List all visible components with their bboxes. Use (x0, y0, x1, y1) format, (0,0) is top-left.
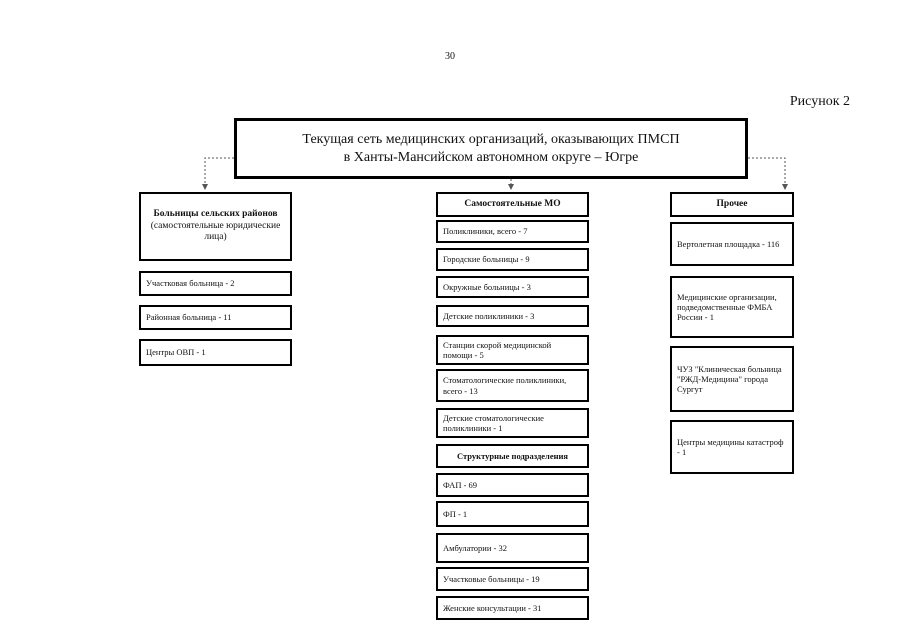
page-number: 30 (445, 51, 455, 62)
right-item: ЧУЗ "Клиническая больница "РЖД-Медицина"… (670, 346, 794, 412)
left-header-box: Больницы сельских районов (самостоятельн… (139, 192, 292, 261)
main-title-box: Текущая сеть медицинских организаций, ок… (234, 118, 748, 179)
center-sub-item: Женские консультации - 31 (436, 596, 589, 620)
right-item: Вертолетная площадка - 116 (670, 222, 794, 266)
center-item: Станции скорой медицинской помощи - 5 (436, 335, 589, 365)
arrow-right (782, 184, 788, 190)
title-line-1: Текущая сеть медицинских организаций, ок… (302, 132, 680, 147)
center-sub-item: ФАП - 69 (436, 473, 589, 497)
left-item: Участковая больница - 2 (139, 271, 292, 296)
arrow-left (202, 184, 208, 190)
center-subheader-box: Структурные подразделения (436, 444, 589, 468)
left-header-title: Больницы сельских районов (153, 209, 278, 220)
center-item: Городские больницы - 9 (436, 248, 589, 271)
center-item: Детские стоматологические поликлиники - … (436, 408, 589, 438)
right-item: Центры медицины катастроф - 1 (670, 420, 794, 474)
center-sub-item: Участковые больницы - 19 (436, 567, 589, 591)
left-item: Районная больница - 11 (139, 305, 292, 330)
left-header-subtitle: (самостоятельные юридические лица) (150, 220, 281, 243)
center-header-box: Самостоятельные МО (436, 192, 589, 217)
center-item: Детские поликлиники - 3 (436, 305, 589, 327)
arrow-center (508, 184, 514, 190)
left-item: Центры ОВП - 1 (139, 339, 292, 366)
center-sub-item: Амбулатории - 32 (436, 533, 589, 563)
right-header-box: Прочее (670, 192, 794, 217)
title-line-2: в Ханты-Мансийском автономном округе – Ю… (343, 149, 639, 165)
center-item: Стоматологические поликлиники, всего - 1… (436, 369, 589, 402)
center-sub-item: ФП - 1 (436, 501, 589, 527)
right-item: Медицинские организации, подведомственны… (670, 276, 794, 338)
figure-label: Рисунок 2 (789, 94, 850, 109)
center-item: Окружные больницы - 3 (436, 276, 589, 298)
center-item: Поликлиники, всего - 7 (436, 220, 589, 243)
connector-right (748, 157, 786, 186)
connector-left (204, 157, 234, 186)
